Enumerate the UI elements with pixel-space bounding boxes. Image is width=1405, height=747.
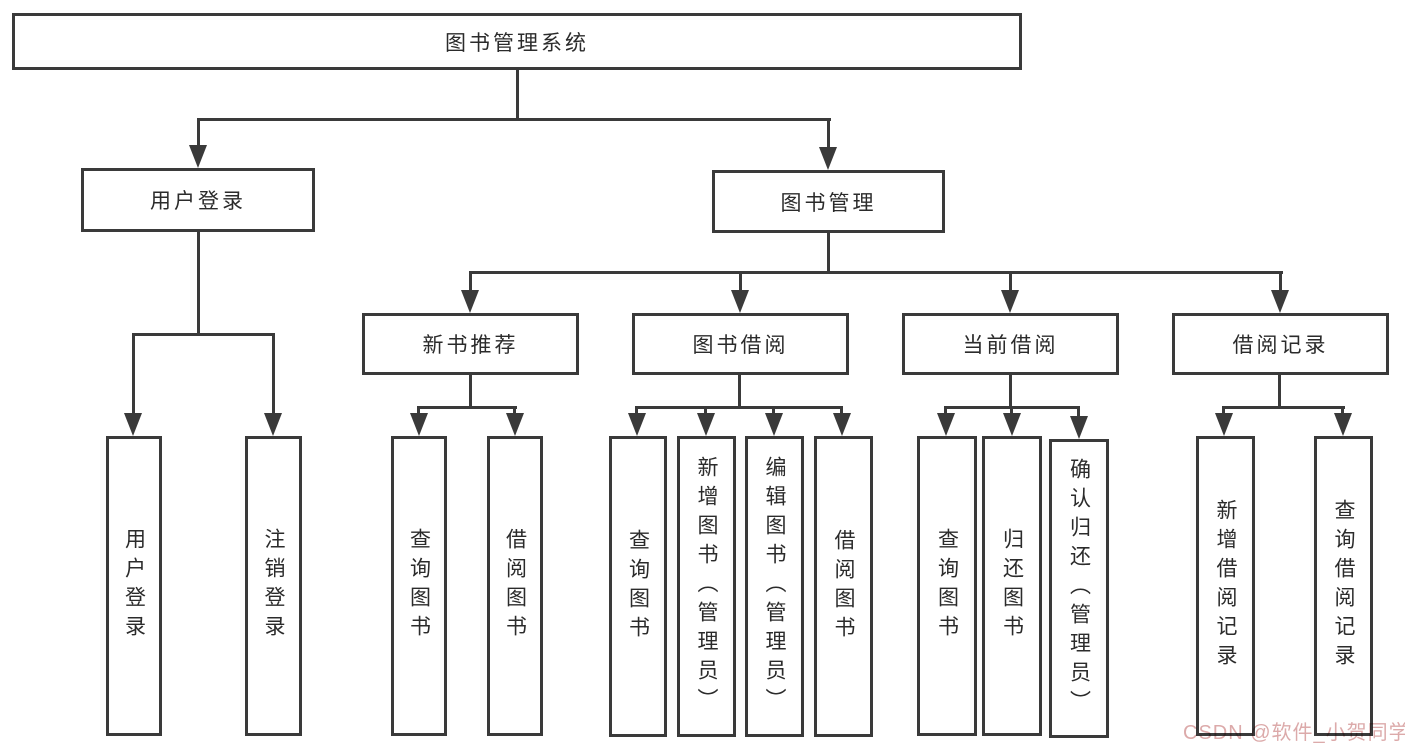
node-label: 当前借阅 [962,334,1059,357]
node-leaf-borrow-books-recommend: 借阅图书 [487,436,543,736]
node-label: 新增借阅记录 [1214,499,1237,673]
connector-line [469,375,472,409]
node-leaf-query-books-recommend: 查询图书 [391,436,447,736]
connector-line [1222,406,1225,416]
connector-line [132,333,275,336]
arrowhead-icon [1215,413,1233,436]
connector-line [197,118,200,148]
node-label: 注销登录 [262,528,285,644]
arrowhead-icon [124,413,142,436]
arrowhead-icon [628,413,646,436]
node-book-borrowing: 图书借阅 [632,313,849,375]
node-label: 新增图书（管理员） [695,456,718,717]
connector-line [739,271,742,293]
connector-line [272,333,275,415]
node-leaf-edit-books-admin: 编辑图书（管理员） [745,436,804,737]
node-leaf-logout: 注销登录 [245,436,302,736]
node-label: 借阅图书 [503,528,527,644]
node-leaf-query-books-borrowing: 查询图书 [609,436,667,737]
arrowhead-icon [1070,416,1088,439]
node-label: 新书推荐 [422,334,519,357]
node-library-management-system: 图书管理系统 [12,13,1022,70]
node-label: 确认归还（管理员） [1067,458,1091,719]
connector-line [418,406,517,409]
node-label: 图书管理系统 [445,31,589,55]
node-label: 查询借阅记录 [1332,499,1355,673]
node-leaf-borrow-books: 借阅图书 [814,436,873,737]
arrowhead-icon [1271,290,1289,313]
arrowhead-icon [697,413,715,436]
node-leaf-query-books-current: 查询图书 [917,436,977,736]
connector-line [738,375,741,409]
node-label: 借阅记录 [1232,334,1329,357]
connector-line [1279,271,1282,293]
node-new-book-recommendation: 新书推荐 [362,313,579,375]
node-book-management: 图书管理 [712,170,945,233]
connector-line [635,406,638,416]
connector-line [704,406,707,416]
connector-line [1341,406,1344,416]
node-label: 归还图书 [1000,528,1024,644]
arrowhead-icon [506,413,524,436]
node-label: 查询图书 [626,528,650,645]
connector-line [1009,271,1012,293]
connector-line [516,70,519,120]
connector-line [197,232,200,335]
connector-line [469,271,1283,274]
node-borrowing-records: 借阅记录 [1172,313,1389,375]
arrowhead-icon [1001,290,1019,313]
node-leaf-add-borrow-record: 新增借阅记录 [1196,436,1255,736]
arrowhead-icon [731,290,749,313]
node-label: 图书借阅 [692,334,789,357]
connector-line [1077,406,1080,418]
node-leaf-return-books: 归还图书 [982,436,1042,736]
connector-line [417,406,420,416]
node-leaf-user-login: 用户登录 [106,436,162,736]
arrowhead-icon [937,413,955,436]
node-label: 图书管理 [780,191,877,215]
connector-line [772,406,775,416]
arrowhead-icon [833,413,851,436]
connector-line [469,271,472,293]
connector-line [1009,375,1012,409]
node-current-borrowing: 当前借阅 [902,313,1119,375]
connector-line [1010,406,1013,416]
node-label: 查询图书 [407,528,431,644]
arrowhead-icon [819,147,837,170]
node-user-login: 用户登录 [81,168,315,232]
arrowhead-icon [765,413,783,436]
arrowhead-icon [410,413,428,436]
node-leaf-query-borrow-record: 查询借阅记录 [1314,436,1373,736]
node-label: 用户登录 [150,190,246,213]
connector-line [840,406,843,416]
connector-line [1222,406,1345,409]
node-label: 借阅图书 [832,528,855,645]
arrowhead-icon [1003,413,1021,436]
node-leaf-confirm-return-admin: 确认归还（管理员） [1049,439,1109,738]
connector-line [827,118,830,149]
node-label: 编辑图书（管理员） [763,456,786,717]
connector-line [635,406,843,409]
connector-line [827,233,830,273]
arrowhead-icon [189,145,207,168]
connector-line [1278,375,1281,409]
arrowhead-icon [264,413,282,436]
node-leaf-add-books-admin: 新增图书（管理员） [677,436,736,737]
node-label: 查询图书 [935,528,959,644]
connector-line [197,118,831,121]
arrowhead-icon [1334,413,1352,436]
connector-line [132,333,135,415]
connector-line [513,406,516,416]
csdn-watermark: CSDN @软件_小贺同学 [1183,722,1405,744]
node-label: 用户登录 [122,528,146,644]
arrowhead-icon [461,290,479,313]
connector-line [944,406,947,416]
